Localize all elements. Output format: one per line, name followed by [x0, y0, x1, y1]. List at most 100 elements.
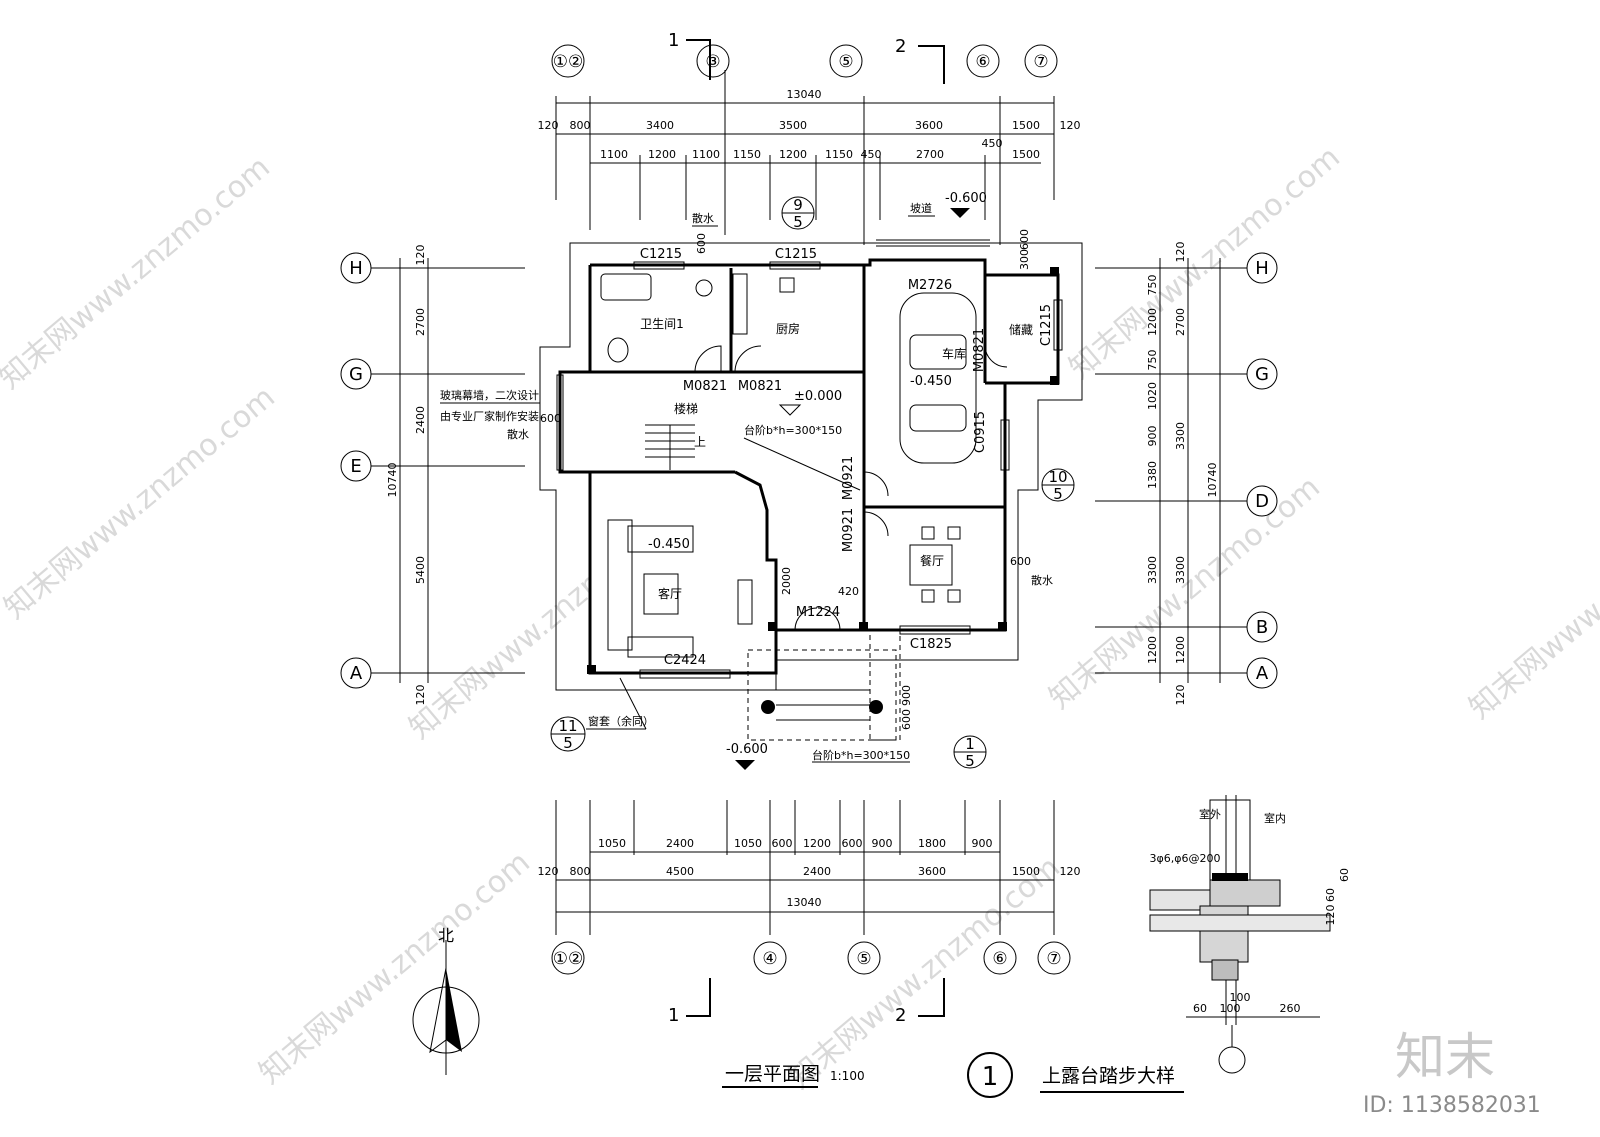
axis-label: H: [1255, 258, 1269, 279]
bottom-dimensions: 1050 2400 1050 600 1200 600 900 1800 900…: [538, 800, 1081, 935]
dim: 120: [1060, 865, 1081, 878]
dim: 1020: [1146, 382, 1159, 410]
dim: 1800: [918, 837, 946, 850]
dim: 120: [1060, 119, 1081, 132]
room-kitchen: 厨房: [776, 321, 800, 336]
door-tag: M0821: [738, 379, 782, 394]
drawing-titles: 一层平面图 1:100 1 上露台踏步大样: [722, 1052, 1184, 1098]
detail-dim: 260: [1280, 1002, 1301, 1015]
section-2-bottom: 2: [895, 1005, 906, 1026]
curtain-wall-note: 玻璃幕墙，二次设计: [440, 388, 539, 402]
detail-dim: 60: [1338, 868, 1351, 882]
stair-up: 上: [694, 435, 706, 449]
detail-dim: 100: [1220, 1002, 1241, 1015]
dim: 900: [872, 837, 893, 850]
window-tag: C0915: [973, 411, 988, 453]
axis-label: G: [1255, 364, 1269, 385]
right-dimensions: 120 750 1200 750 1020 900 1380 3300 1200…: [1146, 242, 1219, 706]
dim: 1050: [734, 837, 762, 850]
axis-label: E: [350, 456, 361, 477]
step-note: 台阶b*h=300*150: [812, 748, 910, 762]
dim: 3500: [779, 119, 807, 132]
step-detail: 室外 室内 3φ6,φ6@200 60 60 120 100 60 100 26…: [1149, 795, 1351, 1074]
dim: 450: [982, 137, 1003, 150]
dim: 3300: [1174, 422, 1187, 450]
dim: 1200: [1174, 636, 1187, 664]
dim: 3300: [1146, 556, 1159, 584]
dim: 600: [1018, 229, 1031, 250]
dim: 120: [414, 245, 427, 266]
detail-rebar: 3φ6,φ6@200: [1149, 852, 1220, 865]
right-axes: H G D B A: [1095, 252, 1278, 689]
window-tag: C2424: [664, 653, 706, 668]
left-axes: H G E A: [340, 252, 525, 689]
ref-number: 10: [1048, 468, 1067, 486]
dim: 1050: [598, 837, 626, 850]
room-labels: 卫生间1 厨房 车库 储藏 楼梯 客厅 餐厅 上: [640, 317, 1033, 601]
dim: 120: [1174, 685, 1187, 706]
plan-scale: 1:100: [830, 1069, 865, 1083]
dim: 1100: [692, 148, 720, 161]
sanshui-note: 散水: [692, 211, 714, 225]
sanshui-note: 散水: [507, 427, 529, 441]
section-1-top: 1: [668, 30, 679, 51]
elevation: ±0.000: [794, 389, 842, 404]
dim: 10740: [1206, 463, 1219, 498]
watermark: 知末网www.znzmo.com: [253, 845, 537, 1091]
room-bath: 卫生间1: [640, 317, 684, 331]
dim: 2400: [414, 406, 427, 434]
detail-number: 1: [982, 1062, 999, 1092]
left-dimensions: 120 2700 2400 10740 5400 120: [386, 245, 427, 706]
door-tag: M2726: [908, 278, 952, 293]
section-2-top: 2: [895, 36, 906, 57]
axis-label: ④: [762, 949, 777, 969]
dim: 600: [772, 837, 793, 850]
detail-references: 11 5 9 5 10 5 1 5: [550, 196, 1075, 770]
dim: 2400: [666, 837, 694, 850]
dim: 1380: [1146, 461, 1159, 489]
dim: 1200: [1146, 308, 1159, 336]
door-tag: M0921: [841, 508, 856, 552]
detail-title: 上露台踏步大样: [1042, 1065, 1175, 1087]
axis-label: ⑦: [1046, 949, 1061, 969]
dim: 120: [538, 119, 559, 132]
window-tag: C1825: [910, 637, 952, 652]
elevation: -0.600: [726, 742, 768, 757]
dim: 600: [900, 709, 913, 730]
brand-logo: 知末: [1395, 1028, 1495, 1086]
detail-dim: 100: [1230, 991, 1251, 1004]
axis-label: D: [1255, 491, 1269, 512]
dim: 5400: [414, 556, 427, 584]
dim: 1500: [1012, 148, 1040, 161]
ref-number: 9: [793, 196, 803, 214]
room-living: 客厅: [658, 586, 682, 601]
window-trim-note: 窗套（余同）: [588, 714, 654, 728]
dim: 1500: [1012, 865, 1040, 878]
detail-outside: 室外: [1199, 807, 1221, 821]
annotations: 台阶b*h=300*150 台阶b*h=300*150 散水 散水 散水 坡道 …: [440, 201, 1053, 763]
brand-id: ID: 1138582031: [1363, 1093, 1541, 1118]
axis-label: ⑤: [838, 52, 853, 72]
dim: 2400: [803, 865, 831, 878]
curtain-wall-note: 由专业厂家制作安装: [440, 409, 539, 423]
dim: 1200: [1146, 636, 1159, 664]
ref-number: 1: [965, 735, 975, 753]
detail-inside: 室内: [1264, 811, 1286, 825]
north-arrow: 北: [412, 926, 480, 1075]
dim: 600: [540, 412, 561, 425]
dim: 2700: [414, 308, 427, 336]
axis-label: ⑦: [1033, 52, 1048, 72]
dim: 300: [1018, 249, 1031, 270]
window-tag: C1215: [640, 247, 682, 262]
dim: 1100: [600, 148, 628, 161]
watermark: 知末网www.znzmo.com: [0, 150, 277, 396]
top-axis-bubbles: ①② ③ ⑤ ⑥ ⑦: [551, 44, 1058, 78]
dim: 2700: [916, 148, 944, 161]
car-icon: [899, 292, 977, 464]
section-marks-top: 1 2: [668, 30, 945, 84]
sanshui-note: 散水: [1031, 573, 1053, 587]
elevation-labels: ±0.000 -0.450 -0.450 -0.600 -0.600: [648, 191, 987, 770]
axis-label: B: [1256, 617, 1268, 638]
dim: 600: [1010, 555, 1031, 568]
